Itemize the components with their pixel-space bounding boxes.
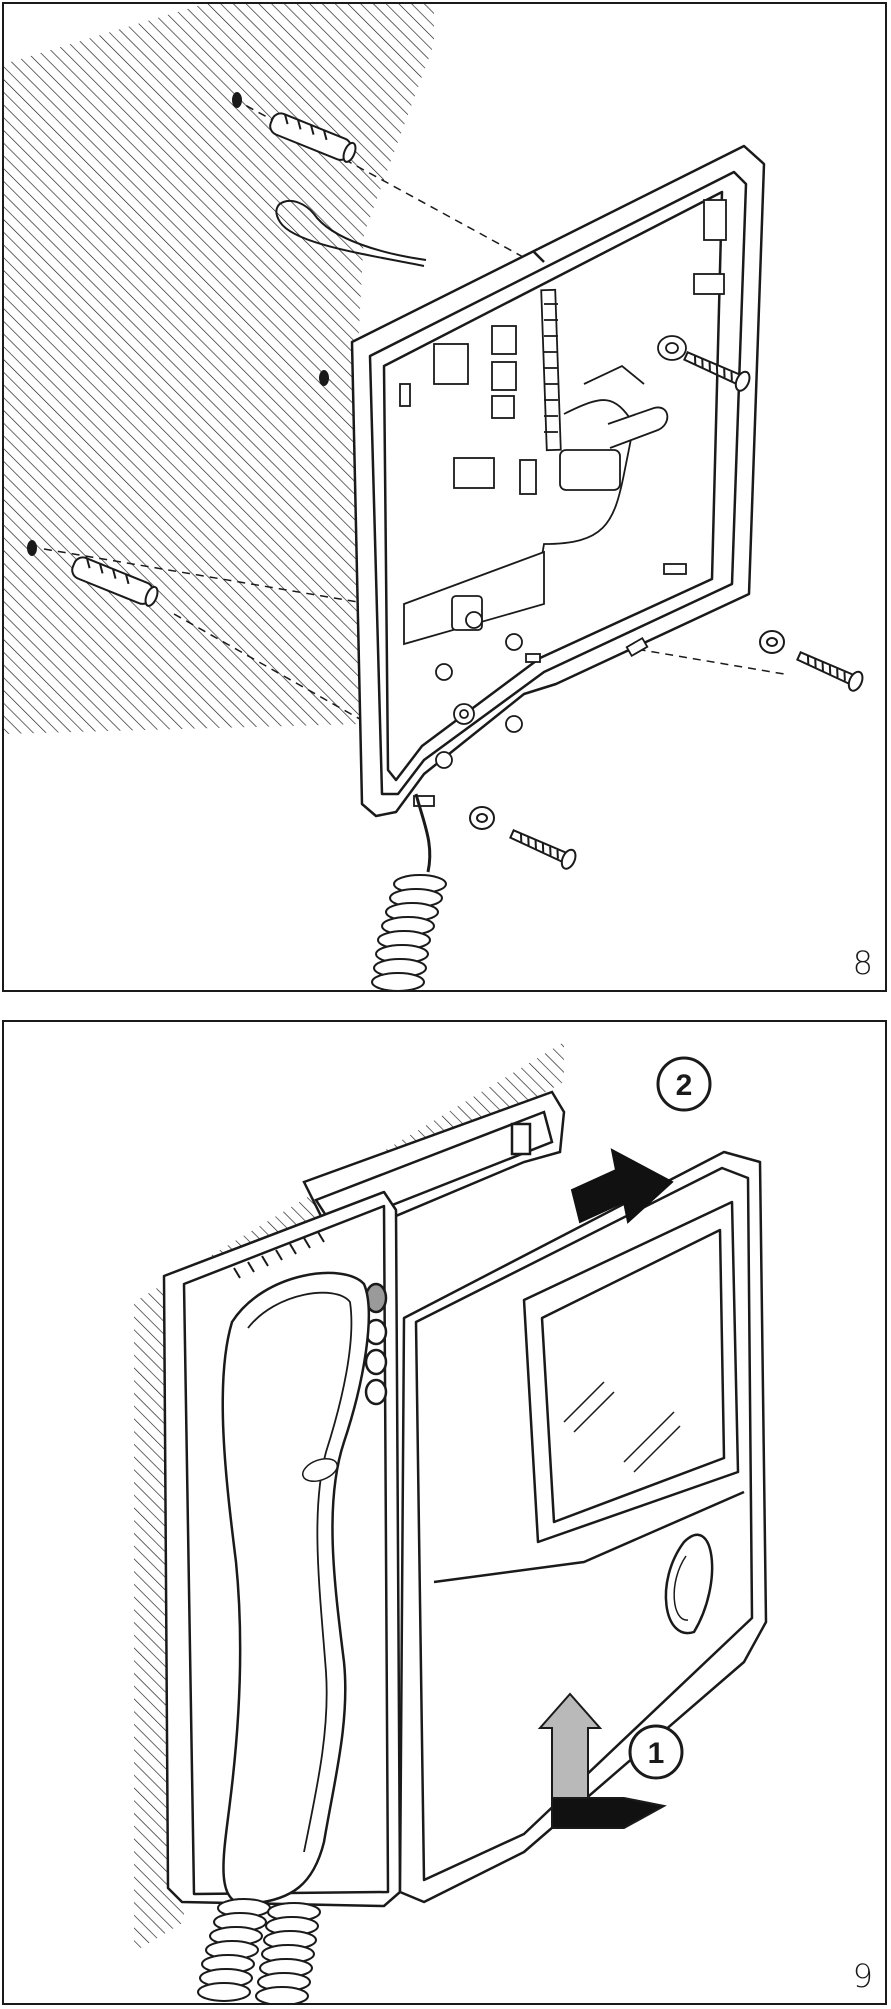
figure-9-panel: 2 1 9 <box>2 1020 887 2005</box>
figure-9-illustration: 2 1 <box>4 1022 885 2003</box>
step-badge-2-label: 2 <box>676 1069 693 1102</box>
figure-8-panel: 8 <box>2 2 887 992</box>
figure-number: 9 <box>853 1957 873 1995</box>
figure-number: 8 <box>853 944 873 982</box>
coiled-cord-icon <box>198 1899 320 2003</box>
coiled-cord-icon <box>372 794 446 990</box>
step-badge-2: 2 <box>658 1058 710 1110</box>
mounting-plate <box>352 146 764 816</box>
step-badge-1-label: 1 <box>648 1737 665 1770</box>
figure-8-illustration <box>4 4 885 990</box>
step-badge-1: 1 <box>630 1726 682 1778</box>
